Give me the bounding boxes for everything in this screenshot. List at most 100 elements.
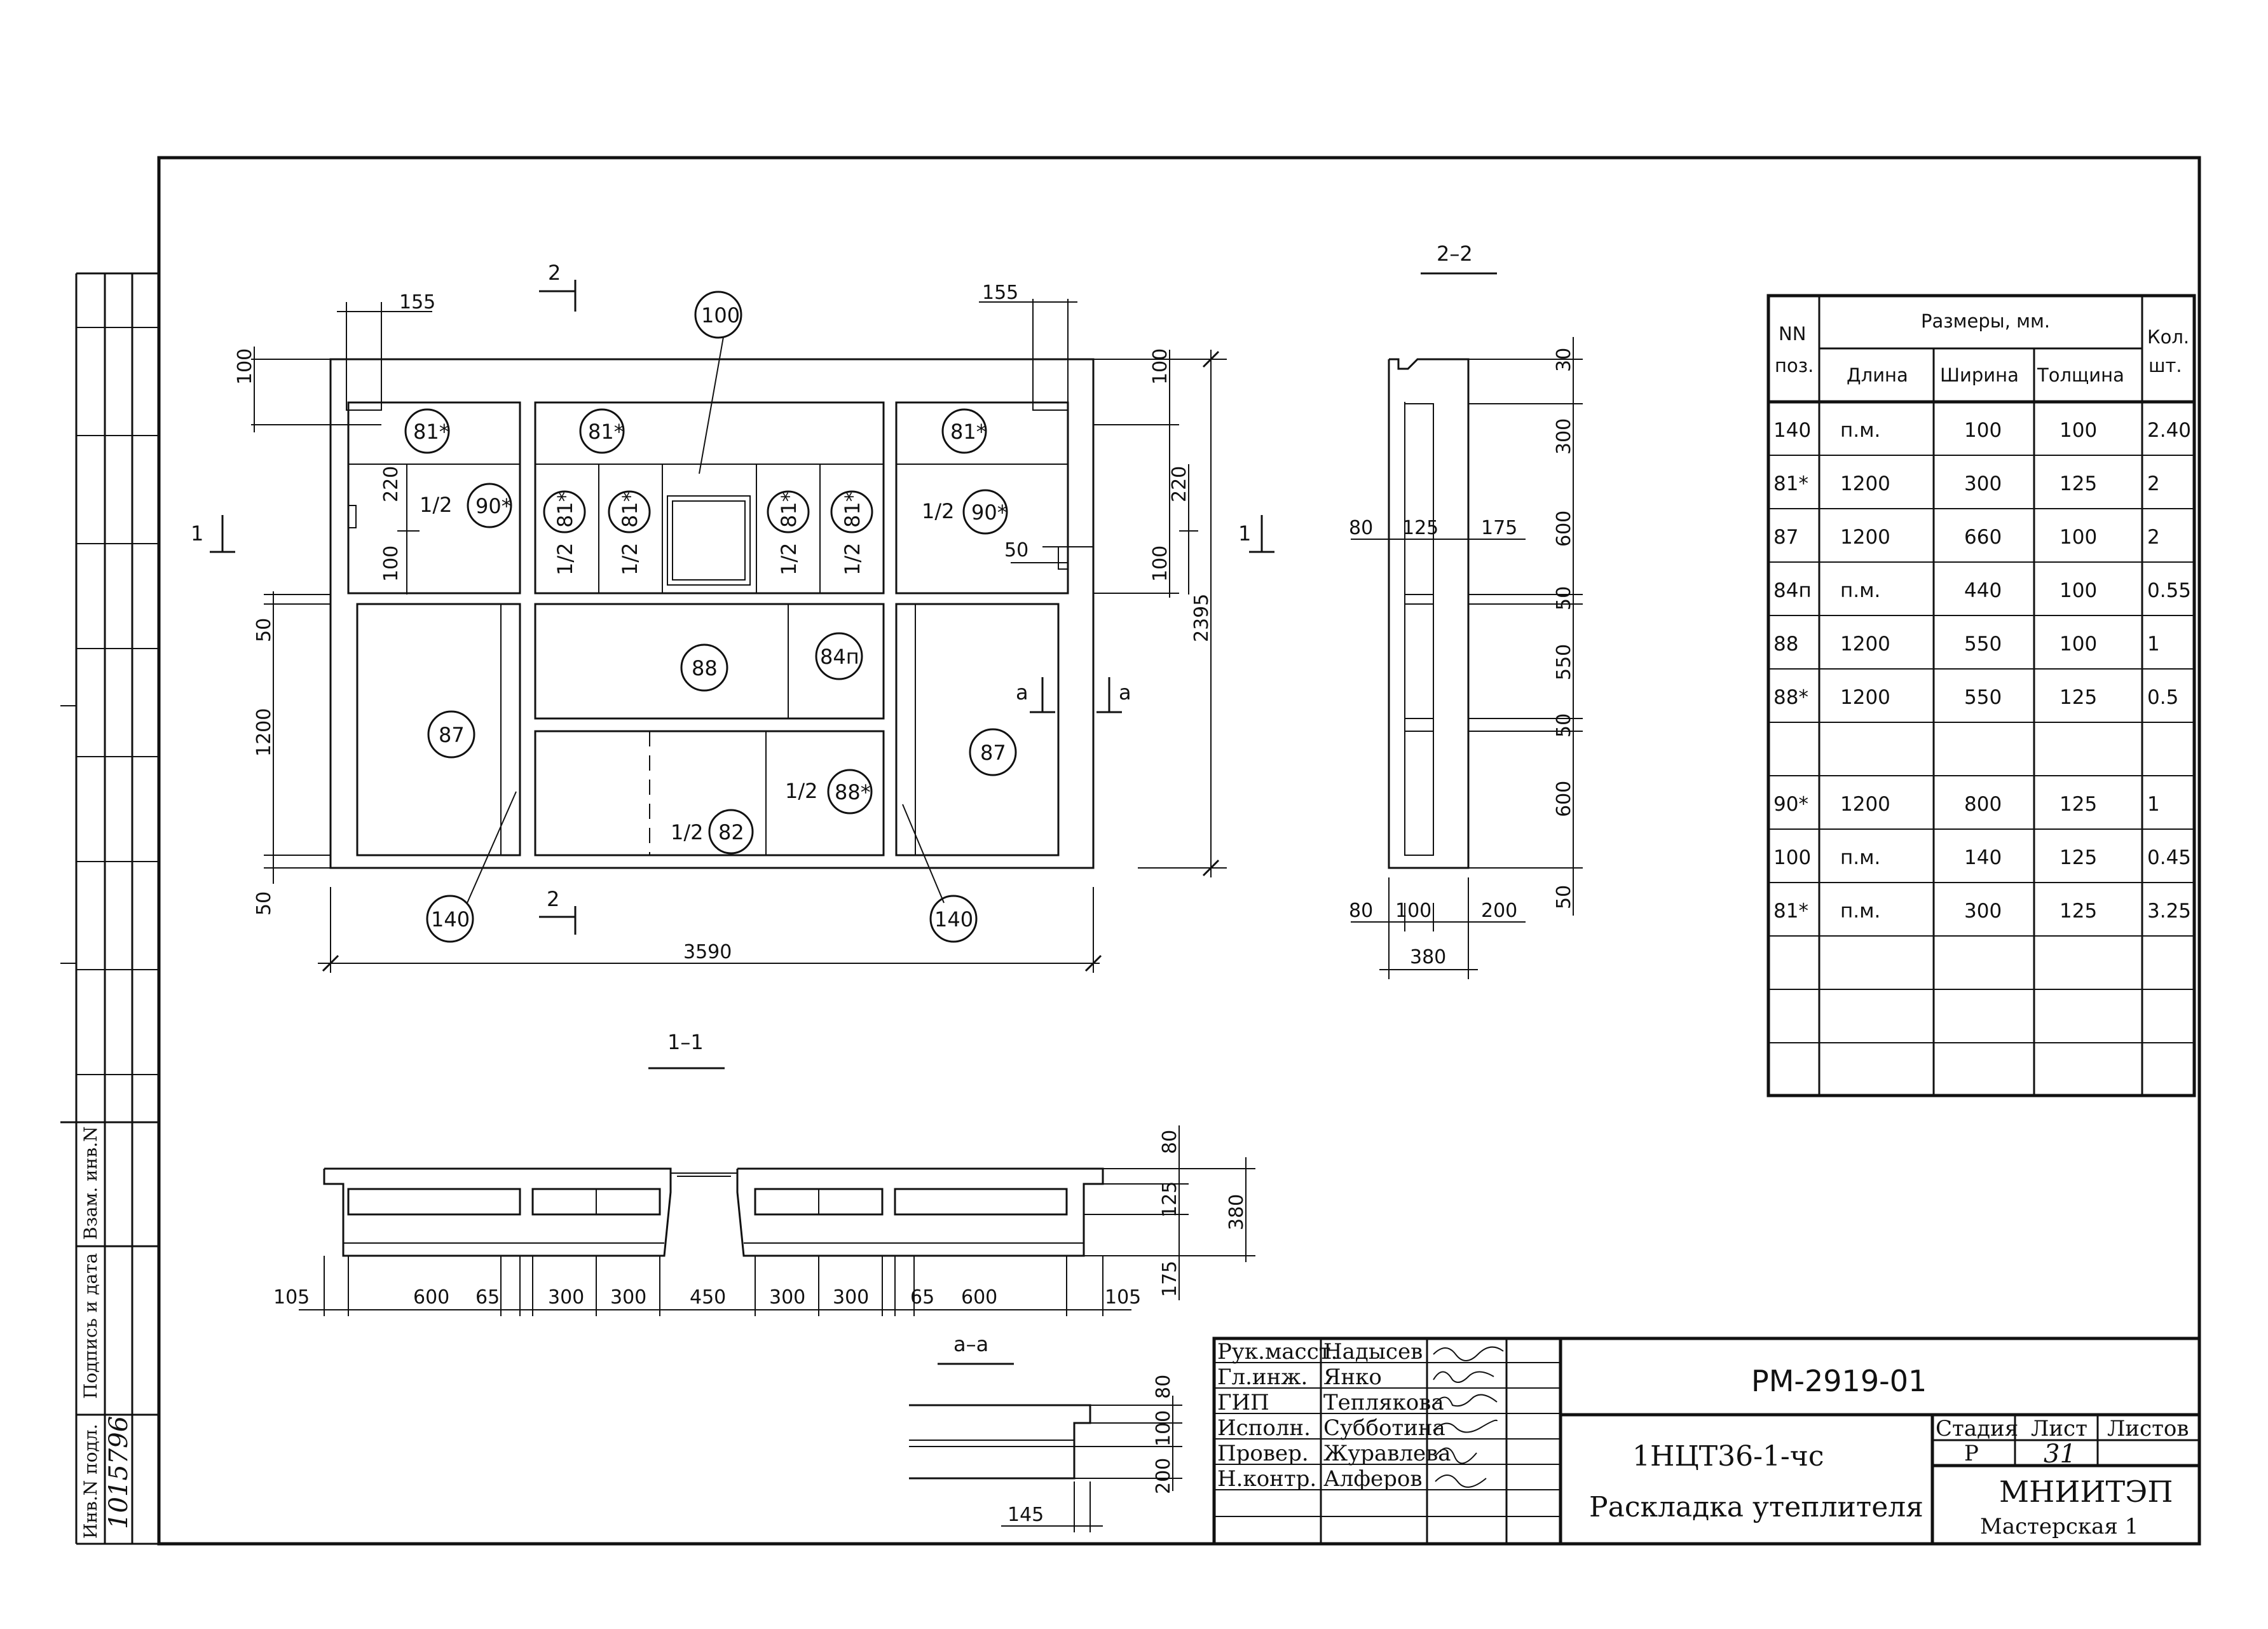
half-88s: 1/2 bbox=[785, 779, 818, 803]
cut-1-right: 1 bbox=[1238, 521, 1251, 546]
cut-a-left: a bbox=[1016, 680, 1028, 705]
table-cell: 1 bbox=[2147, 793, 2160, 816]
side-inv-value: 1015796 bbox=[104, 1416, 133, 1529]
side-inv-podl: Инв.N подл. bbox=[80, 1424, 101, 1539]
section-2-2: 2–2 30 300 600 50 550 50 600 50 80 125 bbox=[1349, 242, 1583, 979]
dim-155-left: 155 bbox=[399, 291, 435, 313]
mark-100: 100 bbox=[701, 303, 740, 327]
table-cell: 2.40 bbox=[2147, 419, 2191, 442]
section-a-a: a–a 145 80 100 200 bbox=[909, 1332, 1182, 1532]
signatures bbox=[1433, 1346, 1504, 1488]
table-cell: 1200 bbox=[1840, 793, 1890, 816]
dim-50-left: 50 bbox=[253, 618, 275, 642]
object-code: 1НЦТ36-1-чс bbox=[1632, 1440, 1824, 1473]
s11-dim-65-left: 65 bbox=[475, 1286, 500, 1309]
stage-value: Р bbox=[1964, 1441, 1979, 1466]
dim-155-right: 155 bbox=[982, 282, 1018, 304]
table-cell: п.м. bbox=[1840, 419, 1880, 442]
table-cell: 100 bbox=[1964, 419, 2002, 442]
table-cell: 1200 bbox=[1840, 472, 1890, 495]
s11-v80: 80 bbox=[1159, 1130, 1181, 1154]
position-marks: 81* 81* 81* 100 1/2 90* 1/2 90* 81* 1/2 … bbox=[404, 291, 1017, 943]
dim-300: 300 bbox=[1553, 418, 1575, 455]
table-cell: 440 bbox=[1964, 579, 2002, 602]
saa-v100: 100 bbox=[1152, 1410, 1175, 1447]
s11-dim-450: 450 bbox=[690, 1286, 726, 1309]
half-90-left: 1/2 bbox=[420, 493, 453, 517]
table-cell: 550 bbox=[1964, 633, 2002, 656]
s11-dim-600-left: 600 bbox=[413, 1286, 449, 1309]
table-cell: 140 bbox=[1773, 419, 1811, 442]
dim-100-left: 100 bbox=[380, 546, 402, 582]
dim-100-sec: 100 bbox=[1395, 900, 1431, 922]
mark-81s-v2: 81* bbox=[618, 491, 642, 528]
table-cell: 3.25 bbox=[2147, 900, 2191, 923]
mark-81s-b: 81* bbox=[588, 420, 624, 444]
dim-50-c: 50 bbox=[1553, 885, 1575, 909]
dim-100-top-right: 100 bbox=[1149, 348, 1172, 385]
sheet-value: 31 bbox=[2044, 1440, 2076, 1469]
dim-50-bottom-left: 50 bbox=[253, 891, 275, 916]
signatory-name: Теплякова bbox=[1323, 1390, 1444, 1415]
org-name: МНИИТЭП bbox=[1999, 1474, 2173, 1509]
side-sign-date: Подпись и дата bbox=[80, 1253, 101, 1399]
table-cell: 81* bbox=[1773, 472, 1808, 495]
th-qty-unit: шт. bbox=[2148, 355, 2182, 376]
table-cell: 1200 bbox=[1840, 526, 1890, 549]
table-cell: 84п bbox=[1773, 579, 1812, 602]
dim-220-right: 220 bbox=[1168, 466, 1191, 502]
side-vzam: Взам. инв.N bbox=[80, 1126, 101, 1240]
dim-220-left: 220 bbox=[380, 466, 402, 502]
mark-81s-v1: 81* bbox=[553, 491, 577, 528]
table-cell: 100 bbox=[2060, 579, 2097, 602]
saa-v200: 200 bbox=[1152, 1458, 1175, 1494]
signatory-role: ГИП bbox=[1217, 1390, 1269, 1415]
drawing-code: РМ-2919-01 bbox=[1751, 1364, 1927, 1398]
th-nn: NN bbox=[1779, 323, 1806, 345]
s11-v125: 125 bbox=[1159, 1181, 1181, 1218]
table-cell: 0.45 bbox=[2147, 846, 2191, 869]
mark-90s-right: 90* bbox=[971, 500, 1008, 525]
mark-140-right: 140 bbox=[934, 907, 973, 931]
th-length: Длина bbox=[1847, 364, 1908, 386]
table-cell: 550 bbox=[1964, 686, 2002, 709]
plan-view bbox=[251, 299, 1227, 973]
table-cell: 125 bbox=[2060, 793, 2097, 816]
table-cell: 2 bbox=[2147, 472, 2160, 495]
half-v2: 1/2 bbox=[618, 543, 642, 576]
table-cell: 125 bbox=[2060, 900, 2097, 923]
spec-table: NN поз. Размеры, мм. Длина Ширина Толщин… bbox=[1766, 294, 2196, 1097]
mark-88: 88 bbox=[692, 656, 718, 680]
table-cell: п.м. bbox=[1840, 846, 1880, 869]
dim-50-a: 50 bbox=[1553, 586, 1575, 610]
saa-v80: 80 bbox=[1152, 1375, 1175, 1399]
table-cell: 1200 bbox=[1840, 633, 1890, 656]
dim-80-bottom: 80 bbox=[1349, 900, 1373, 922]
mark-81s-v3: 81* bbox=[777, 491, 801, 528]
table-cell: 88* bbox=[1773, 686, 1808, 709]
cut-2-top: 2 bbox=[548, 261, 561, 285]
mark-87-right: 87 bbox=[980, 741, 1006, 765]
table-cell: 140 bbox=[1964, 846, 2002, 869]
table-cell: 87 bbox=[1773, 526, 1798, 549]
signatory-role: Н.контр. bbox=[1217, 1466, 1316, 1492]
s11-v380: 380 bbox=[1226, 1194, 1248, 1230]
half-v3: 1/2 bbox=[777, 543, 801, 576]
table-cell: 125 bbox=[2060, 846, 2097, 869]
half-90-right: 1/2 bbox=[922, 499, 955, 523]
signatory-name: Янко bbox=[1323, 1364, 1382, 1390]
dept-name: Мастерская 1 bbox=[1980, 1514, 2138, 1539]
mark-88s: 88* bbox=[835, 780, 871, 804]
dim-30: 30 bbox=[1553, 348, 1575, 372]
table-cell: 660 bbox=[1964, 526, 2002, 549]
dim-50-right: 50 bbox=[1004, 539, 1028, 561]
section-2-2-title: 2–2 bbox=[1437, 242, 1473, 266]
half-v1: 1/2 bbox=[553, 543, 577, 576]
dim-600-bottom: 600 bbox=[1553, 781, 1575, 817]
th-qty: Кол. bbox=[2147, 326, 2189, 348]
dim-600-top: 600 bbox=[1553, 511, 1575, 547]
